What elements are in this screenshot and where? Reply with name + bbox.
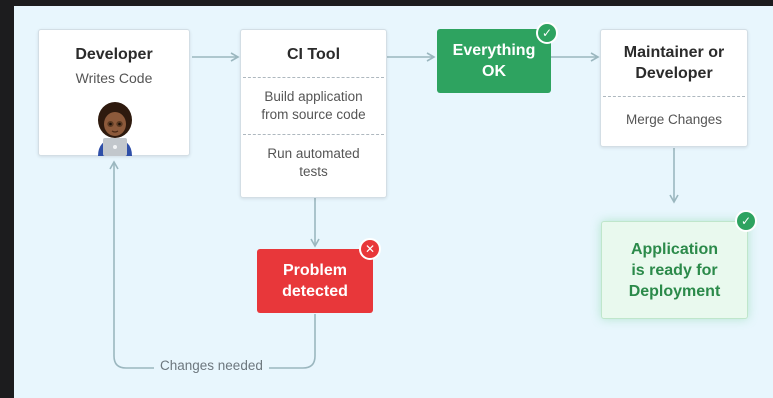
ci-step-tests: Run automated tests (267, 146, 360, 179)
x-circle-icon: ✕ (359, 238, 381, 260)
check-circle-icon: ✓ (735, 210, 757, 232)
maintainer-action: Merge Changes (625, 112, 723, 127)
developer-subtitle: Writes Code (75, 70, 153, 86)
deployment-box: Application is ready for Deployment (601, 221, 748, 319)
deployment-label: Application is ready for Deployment (628, 240, 721, 300)
developer-card: Developer Writes Code (38, 29, 190, 156)
check-circle-icon: ✓ (536, 22, 558, 44)
ci-tool-title: CI Tool (286, 46, 341, 63)
ci-flow-diagram: Developer Writes Code CI Tool Build appl… (14, 6, 773, 398)
everything-ok-label: Everything OK (452, 42, 536, 80)
maintainer-card: Maintainer or Developer Merge Changes (600, 29, 748, 147)
ci-step-build: Build application from source code (261, 89, 366, 122)
changes-needed-label: Changes needed (154, 358, 269, 373)
developer-title: Developer (75, 46, 153, 63)
woman-with-laptop-icon (98, 102, 132, 156)
problem-detected-label: Problem detected (282, 262, 348, 300)
maintainer-title: Maintainer or Developer (623, 44, 725, 82)
ci-tool-card: CI Tool Build application from source co… (240, 29, 387, 198)
everything-ok-box: Everything OK (437, 29, 551, 93)
problem-detected-box: Problem detected (257, 249, 373, 313)
